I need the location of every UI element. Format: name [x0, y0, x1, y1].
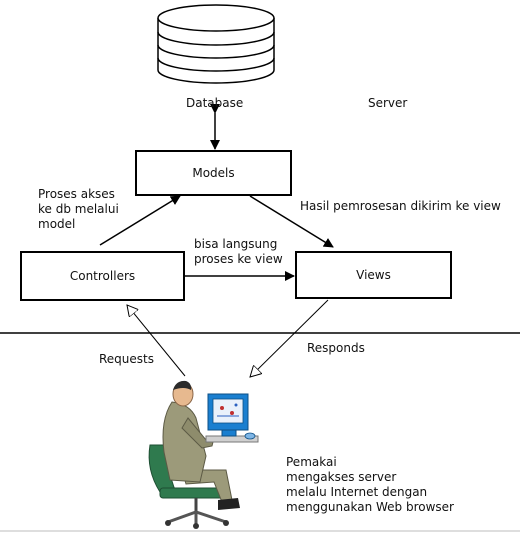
models-to-views-arrow — [249, 195, 334, 248]
request-arrow — [127, 305, 186, 377]
database-icon — [157, 4, 275, 84]
respond-arrow — [250, 299, 329, 377]
responds-label: Responds — [307, 341, 365, 355]
models-label: Models — [192, 166, 235, 180]
controllers-label: Controllers — [69, 269, 136, 283]
langsung-proses-label: bisa langsung proses ke view — [194, 237, 283, 266]
views-label: Views — [356, 268, 391, 282]
pemakai-label: Pemakai mengakses server melalu Internet… — [286, 455, 454, 514]
requests-label: Requests — [99, 352, 154, 366]
views-box: Views — [295, 251, 452, 299]
hasil-pemrosesan-label: Hasil pemrosesan dikirim ke view — [300, 199, 501, 213]
user-at-computer-icon — [148, 380, 259, 529]
server-label: Server — [368, 96, 408, 110]
controllers-box: Controllers — [20, 251, 185, 301]
models-box: Models — [135, 150, 292, 196]
proses-akses-label: Proses akses ke db melalui model — [38, 187, 119, 231]
controllers-to-models-arrow — [99, 195, 181, 246]
database-label: Database — [186, 96, 244, 110]
